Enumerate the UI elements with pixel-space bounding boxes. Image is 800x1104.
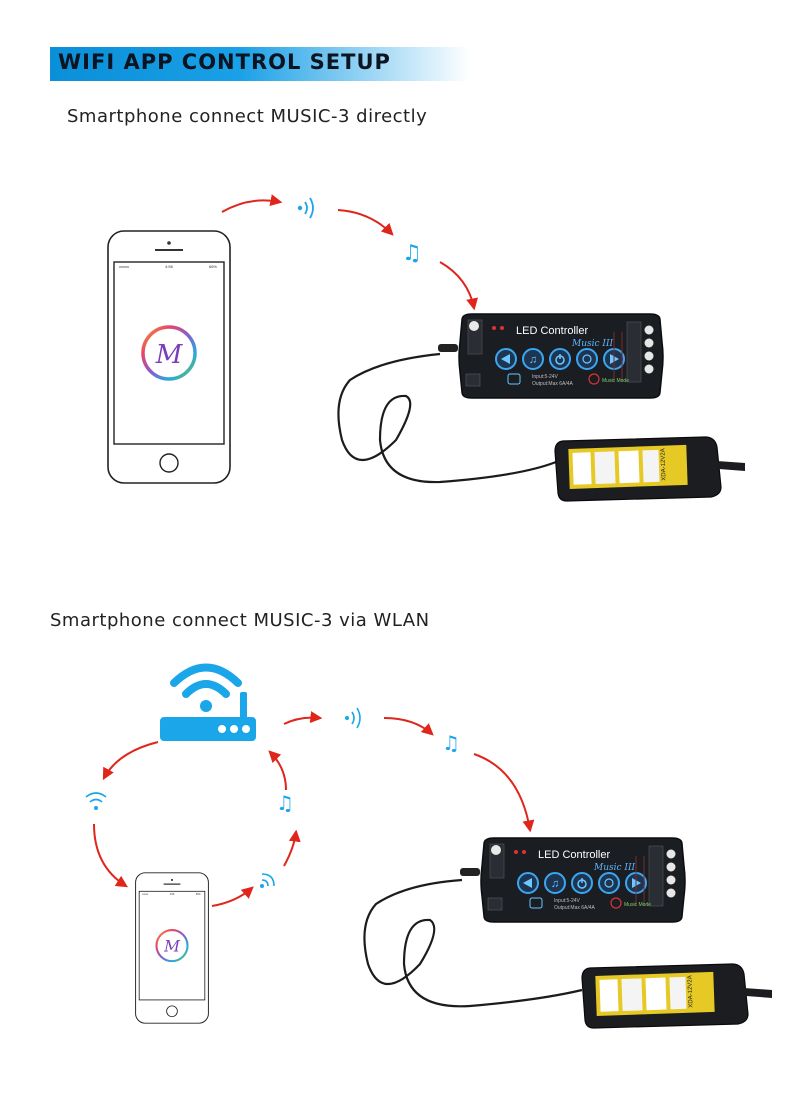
section-direct-title: Smartphone connect MUSIC-3 directly xyxy=(67,106,428,127)
arrow-phone-to-signal xyxy=(221,194,283,213)
cable-direct xyxy=(337,352,557,484)
arrow-signal-to-music-top xyxy=(383,717,434,736)
music-note-icon: ♫ xyxy=(402,241,422,266)
arrow-router-to-signal xyxy=(283,711,323,725)
arrow-phone-to-signal-right xyxy=(211,886,254,907)
cable-wlan xyxy=(363,878,583,1008)
arrow-music-to-controller-2 xyxy=(473,753,535,833)
led-controller-direct xyxy=(437,313,664,399)
wireless-signal-icon-right xyxy=(260,873,275,888)
power-adapter-wlan xyxy=(581,963,773,1029)
smartphone-direct xyxy=(106,229,232,485)
header-bar xyxy=(50,47,470,81)
arrow-signal-to-phone xyxy=(93,823,129,888)
arrow-signal-to-music xyxy=(337,209,394,236)
arrow-signal-to-music-right xyxy=(283,829,301,867)
led-controller-wlan xyxy=(459,837,686,923)
power-adapter-direct xyxy=(554,436,746,502)
music-note-icon-top: ♫ xyxy=(442,731,460,755)
wireless-signal-icon-top xyxy=(345,707,361,729)
section-wlan-title: Smartphone connect MUSIC-3 via WLAN xyxy=(50,610,430,631)
wireless-signal-icon xyxy=(297,197,314,219)
music-note-icon-right: ♫ xyxy=(276,791,294,815)
smartphone-wlan xyxy=(134,871,210,1025)
router-icon xyxy=(160,663,256,741)
arrow-music-to-controller xyxy=(439,261,478,311)
arrow-router-to-signal-left xyxy=(102,741,159,781)
arrow-music-to-router xyxy=(268,750,287,791)
page-title: WIFI APP CONTROL SETUP xyxy=(58,50,391,74)
wireless-signal-icon-left xyxy=(85,792,107,810)
